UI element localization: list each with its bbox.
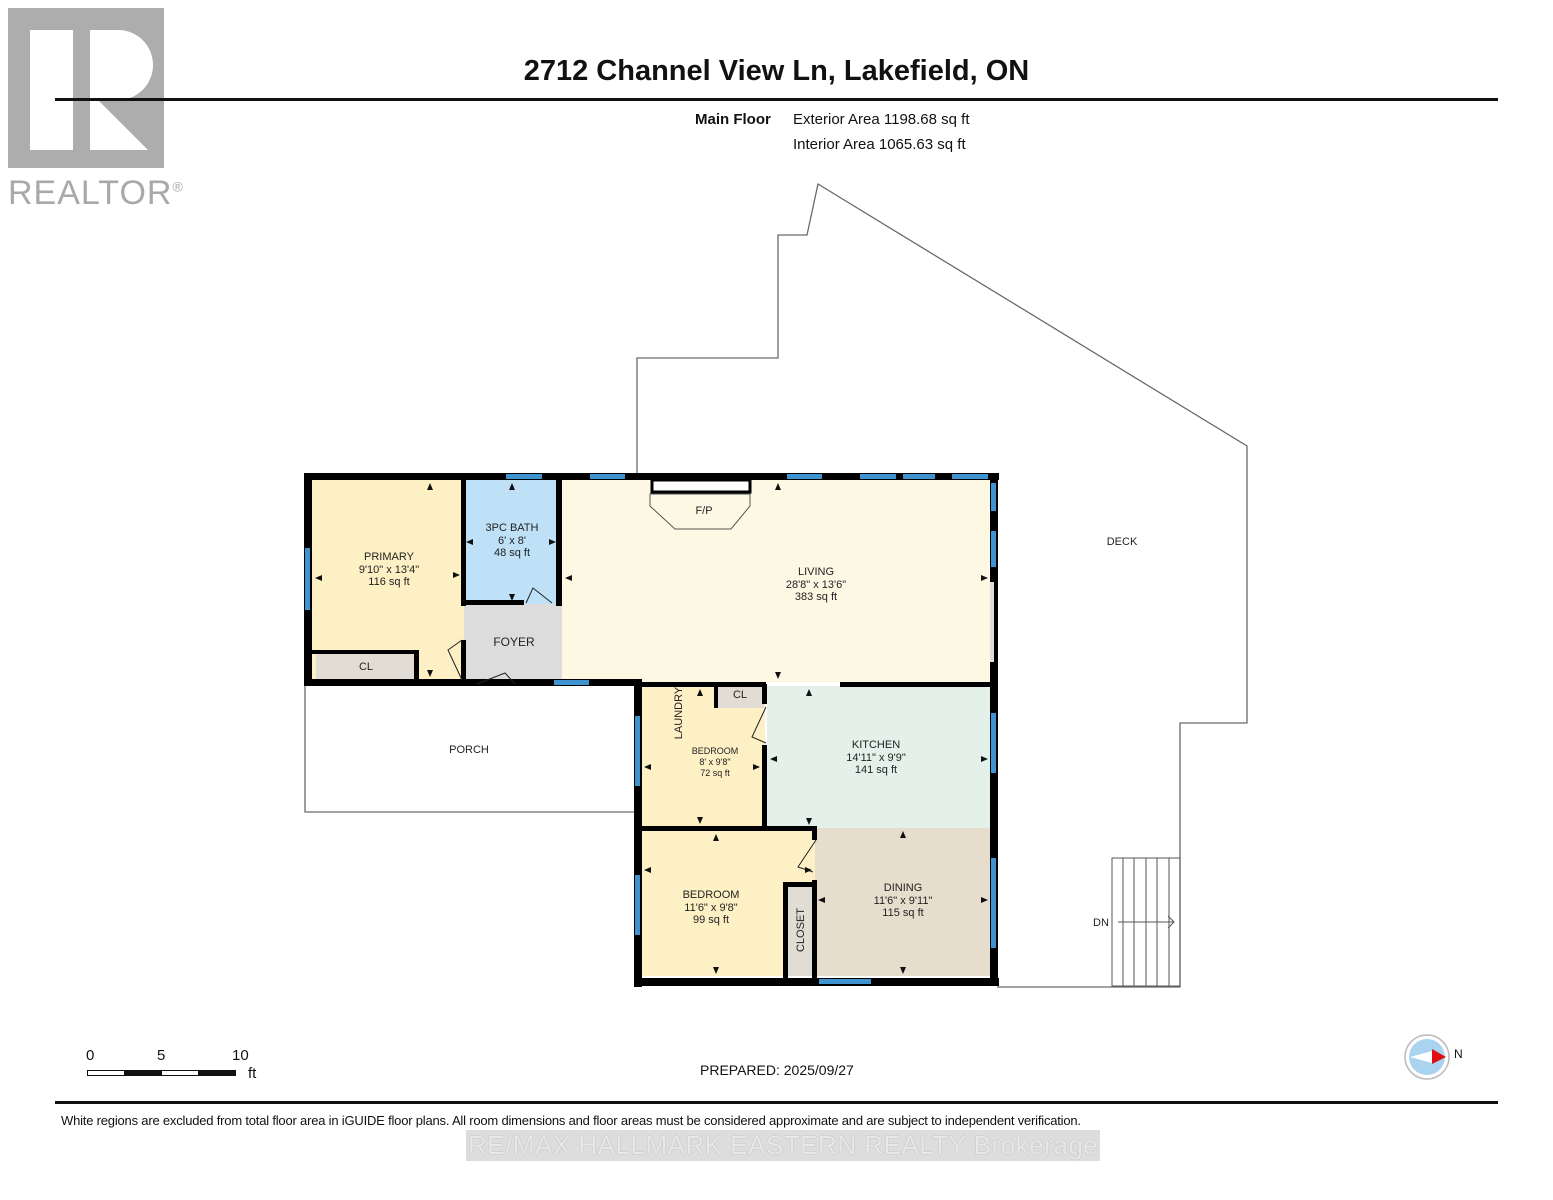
scale-bar: 0 5 10 ft	[86, 1047, 286, 1087]
room-living	[562, 480, 992, 682]
dims-living: 28'8" x 13'6"	[786, 579, 846, 591]
dims-bath: 6' x 8'	[498, 535, 526, 547]
label-bedroom-large: BEDROOM	[683, 889, 740, 901]
label-closet-primary: CL	[359, 661, 373, 673]
scale-label-10: 10	[232, 1047, 249, 1064]
deck-outline	[636, 182, 1248, 988]
label-bath: 3PC BATH	[486, 522, 539, 534]
compass: N	[1404, 1030, 1474, 1085]
area-bedroom-small: 72 sq ft	[700, 768, 730, 778]
page-title: 2712 Channel View Ln, Lakefield, ON	[523, 55, 1030, 87]
dims-bedroom-small: 8' x 9'8"	[699, 757, 730, 767]
area-kitchen: 141 sq ft	[855, 764, 897, 776]
label-porch: PORCH	[449, 744, 489, 756]
label-fireplace: F/P	[695, 505, 712, 517]
label-dining: DINING	[884, 882, 923, 894]
room-closet-primary	[316, 652, 416, 680]
header-divider	[55, 98, 1498, 101]
area-living: 383 sq ft	[795, 591, 837, 603]
porch-outline	[304, 684, 636, 813]
exterior-area: Exterior Area 1198.68 sq ft	[793, 111, 970, 128]
interior-area: Interior Area 1065.63 sq ft	[793, 136, 966, 153]
area-primary: 116 sq ft	[368, 576, 409, 588]
room-closet-bed	[787, 887, 814, 976]
disclaimer: White regions are excluded from total fl…	[61, 1113, 1081, 1128]
label-kitchen: KITCHEN	[852, 739, 900, 751]
room-kitchen	[767, 686, 991, 828]
label-primary: PRIMARY	[364, 551, 415, 563]
label-laundry: LAUNDRY	[673, 686, 685, 739]
label-living: LIVING	[798, 566, 834, 578]
room-bath	[464, 480, 559, 604]
room-bedroom-small	[641, 686, 765, 826]
label-stairs: DN	[1093, 917, 1109, 929]
room-primary	[312, 480, 464, 680]
room-closet-small	[718, 684, 764, 708]
label-bedroom-small: BEDROOM	[692, 746, 739, 756]
dims-kitchen: 14'11" x 9'9"	[846, 752, 906, 764]
compass-icon	[1404, 1034, 1450, 1080]
area-bath: 48 sq ft	[494, 547, 530, 559]
dims-bedroom-large: 11'6" x 9'8"	[684, 902, 737, 914]
realtor-wordmark: REALTOR®	[8, 174, 184, 212]
room-foyer	[464, 604, 562, 684]
dimension-arrows	[315, 483, 988, 974]
dims-primary: 9'10" x 13'4"	[359, 564, 419, 576]
label-deck: DECK	[1107, 536, 1138, 548]
dims-dining: 11'6" x 9'11"	[874, 895, 933, 907]
scale-label-0: 0	[86, 1047, 95, 1064]
footer-divider	[55, 1101, 1498, 1104]
scale-label-5: 5	[157, 1047, 166, 1064]
compass-north-label: N	[1454, 1047, 1463, 1061]
brokerage-watermark: RE/MAX HALLMARK EASTERN REALTY Brokerage	[466, 1130, 1101, 1161]
label-closet-bed: CLOSET	[795, 908, 807, 952]
windows	[305, 474, 996, 984]
realtor-r-icon	[8, 8, 164, 168]
fireplace	[649, 478, 752, 530]
realtor-logo: REALTOR®	[8, 8, 183, 212]
scale-unit: ft	[248, 1065, 257, 1082]
stairs	[1111, 857, 1181, 987]
label-foyer: FOYER	[493, 635, 535, 649]
room-dining	[815, 828, 991, 976]
floor-label: Main Floor	[695, 111, 771, 128]
area-bedroom-large: 99 sq ft	[693, 914, 729, 926]
area-dining: 115 sq ft	[882, 907, 923, 919]
prepared-date: PREPARED: 2025/09/27	[700, 1062, 854, 1078]
label-closet-small: CL	[733, 689, 747, 701]
sliding-door	[990, 582, 994, 662]
